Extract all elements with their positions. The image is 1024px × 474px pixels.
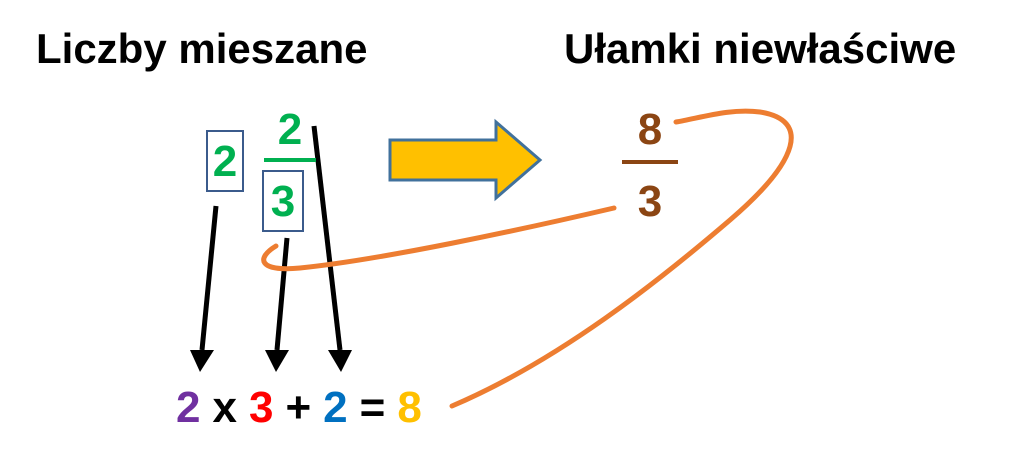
whole-arrow-head: [190, 350, 214, 372]
improper-denominator: 3: [637, 177, 663, 226]
equation-denominator: 3: [248, 383, 274, 432]
whole-number-box: [206, 130, 244, 192]
denominator-box: [262, 170, 304, 232]
equation-equals: =: [359, 383, 386, 432]
denominator-to-equation-arrow: [274, 237, 290, 351]
mixed-numerator: 2: [277, 105, 303, 154]
whole-to-equation-arrow: [199, 205, 219, 351]
denominator-to-improper-curve: [261, 205, 617, 272]
mixed-fraction-bar: [264, 158, 316, 162]
whole-number: 2: [212, 137, 238, 186]
improper-fraction-bar: [622, 160, 678, 164]
improper-numerator: 8: [637, 105, 663, 154]
numerator-arrow-head: [328, 350, 352, 372]
mixed-numbers-heading: Liczby mieszane: [36, 25, 368, 72]
mixed-denominator: 3: [270, 177, 296, 226]
denominator-arrow-head: [265, 350, 289, 372]
equation-numerator: 2: [323, 383, 348, 432]
equation-plus: +: [285, 383, 312, 432]
equation-times: x: [212, 383, 237, 432]
equation-whole: 2: [176, 383, 201, 432]
equation-result: 8: [397, 383, 422, 432]
conversion-arrow: [388, 118, 543, 202]
improper-fractions-heading: Ułamki niewłaściwe: [564, 25, 957, 72]
result-to-improper-curve: [449, 108, 794, 409]
numerator-to-equation-arrow: [311, 125, 343, 351]
